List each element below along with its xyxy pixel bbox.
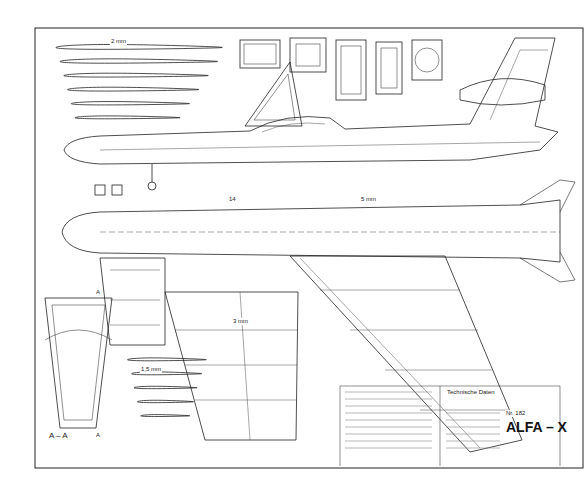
dimension: 1,5 mm xyxy=(140,366,162,373)
rib xyxy=(71,102,189,105)
rib xyxy=(75,116,180,119)
rib xyxy=(141,415,190,417)
section-mark: A xyxy=(95,432,101,439)
rib xyxy=(60,59,218,63)
rib xyxy=(137,400,193,402)
dimension: 3 mm xyxy=(232,318,249,325)
rib xyxy=(68,87,199,91)
rib xyxy=(128,358,207,361)
dimension: 2 mm xyxy=(110,38,127,45)
section-mark: A xyxy=(95,289,101,296)
data-heading: Technische Daten xyxy=(446,389,496,396)
dimension: 5 mm xyxy=(360,196,377,203)
section-label: A – A xyxy=(48,432,69,441)
plan-title: ALFA – X xyxy=(505,420,568,435)
rib xyxy=(56,44,222,49)
rib xyxy=(134,386,197,388)
plan-number: Nr. 182 xyxy=(505,410,526,417)
callout-number: 14 xyxy=(228,196,237,203)
rib xyxy=(64,73,209,77)
